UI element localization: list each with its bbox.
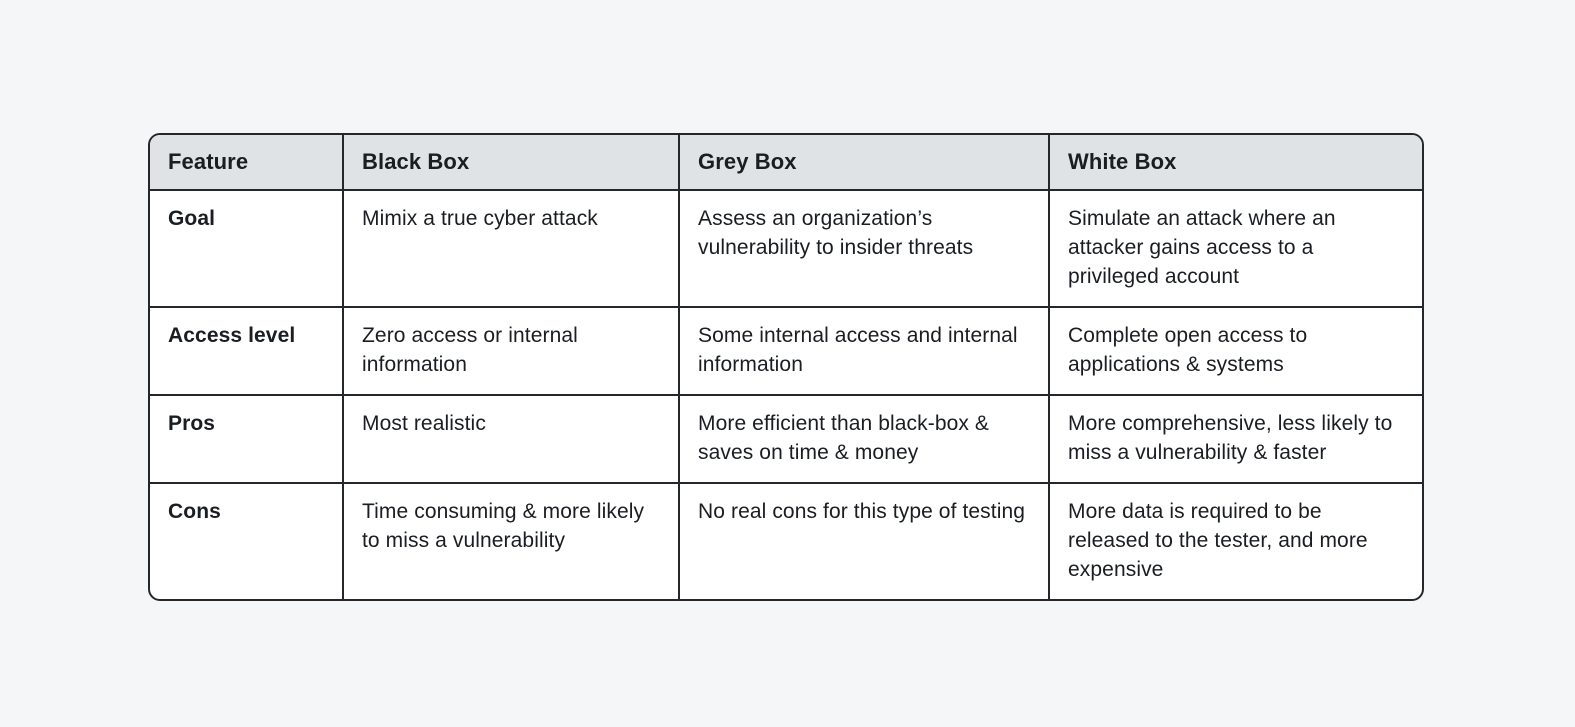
header-feature: Feature xyxy=(150,135,344,192)
cell-cons-grey-box: No real cons for this type of testing xyxy=(680,484,1050,600)
table-header-row: Feature Black Box Grey Box White Box xyxy=(150,135,1422,192)
cell-goal-grey-box: Assess an organization’s vulnerability t… xyxy=(680,191,1050,309)
cell-text: More comprehensive, less likely to miss … xyxy=(1068,412,1393,465)
table-row-cons: Cons Time consuming & more likely to mis… xyxy=(150,484,1422,600)
cell-text: Complete open access to applications & s… xyxy=(1068,324,1308,377)
cell-pros-black-box: Most realistic xyxy=(344,396,680,485)
cell-text: More data is required to be released to … xyxy=(1068,500,1368,582)
table-row-goal: Goal Mimix a true cyber attack Assess an… xyxy=(150,191,1422,309)
header-white-box: White Box xyxy=(1050,135,1422,192)
cell-cons-white-box: More data is required to be released to … xyxy=(1050,484,1422,599)
row-label-pros: Pros xyxy=(150,396,344,485)
cell-text: Simulate an attack where an attacker gai… xyxy=(1068,207,1336,289)
cell-access-grey-box: Some internal access and internal inform… xyxy=(680,308,1050,397)
cell-access-black-box: Zero access or internal information xyxy=(344,308,680,397)
cell-cons-black-box: Time consuming & more likely to miss a v… xyxy=(344,484,680,600)
row-label-goal: Goal xyxy=(150,191,344,309)
cell-text: Most realistic xyxy=(362,412,486,436)
cell-goal-black-box: Mimix a true cyber attack xyxy=(344,191,680,309)
table-row-pros: Pros Most realistic More efficient than … xyxy=(150,396,1422,485)
cell-text: Some internal access and internal inform… xyxy=(698,324,1018,377)
header-black-box: Black Box xyxy=(344,135,680,192)
cell-goal-white-box: Simulate an attack where an attacker gai… xyxy=(1050,191,1422,309)
cell-text: Zero access or internal information xyxy=(362,324,578,377)
cell-text: No real cons for this type of testing xyxy=(698,500,1026,524)
cell-text: More efficient than black-box & saves on… xyxy=(698,412,990,465)
cell-pros-white-box: More comprehensive, less likely to miss … xyxy=(1050,396,1422,485)
table-row-access-level: Access level Zero access or internal inf… xyxy=(150,308,1422,397)
header-grey-box: Grey Box xyxy=(680,135,1050,192)
cell-text: Assess an organization’s vulnerability t… xyxy=(698,207,974,260)
cell-access-white-box: Complete open access to applications & s… xyxy=(1050,308,1422,397)
cell-text: Mimix a true cyber attack xyxy=(362,207,598,231)
cell-pros-grey-box: More efficient than black-box & saves on… xyxy=(680,396,1050,485)
row-label-access-level: Access level xyxy=(150,308,344,397)
pentest-comparison-table: Feature Black Box Grey Box White Box Goa… xyxy=(148,133,1424,602)
row-label-cons: Cons xyxy=(150,484,344,600)
cell-text: Time consuming & more likely to miss a v… xyxy=(362,500,645,553)
